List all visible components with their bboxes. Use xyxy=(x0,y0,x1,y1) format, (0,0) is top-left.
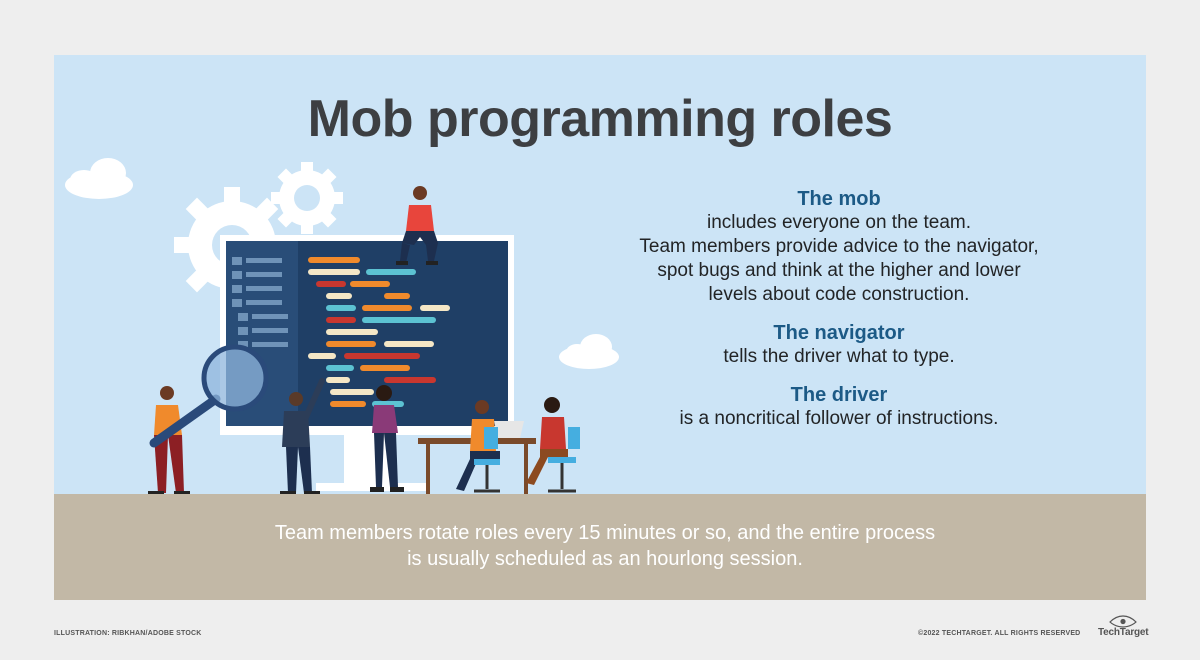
role-name: The driver xyxy=(790,384,888,406)
role-navigator: The navigator tells the driver what to t… xyxy=(594,321,1084,369)
person-with-magnifier xyxy=(148,386,190,496)
gear-icon xyxy=(271,162,343,234)
person-pointing xyxy=(280,378,325,496)
ground-band xyxy=(54,494,1146,600)
magnifying-glass-icon xyxy=(149,344,269,448)
role-mob: The mob includes everyone on the team. T… xyxy=(594,187,1084,307)
illustration-credit: ILLUSTRATION: RIBKHAN/ADOBE STOCK xyxy=(54,630,202,637)
person-navigator-seated xyxy=(526,397,580,493)
roles-list: The mob includes everyone on the team. T… xyxy=(594,187,1084,445)
eye-logo-icon xyxy=(1109,615,1137,628)
person-driver-seated xyxy=(456,400,500,493)
person-standing xyxy=(370,385,404,492)
cloud-icon xyxy=(559,334,619,369)
role-description: includes everyone on the team. Team memb… xyxy=(639,212,1039,305)
page-title: Mob programming roles xyxy=(307,90,893,148)
role-name: The navigator xyxy=(773,322,905,344)
role-description: is a noncritical follower of instruction… xyxy=(679,408,999,429)
role-driver: The driver is a noncritical follower of … xyxy=(594,383,1084,431)
brand-logo: TechTarget xyxy=(1098,614,1149,640)
illustration xyxy=(65,158,619,496)
monitor-icon xyxy=(220,235,514,491)
infographic-panel: Mob programming roles The mob includes e… xyxy=(54,55,1146,600)
role-description: tells the driver what to type. xyxy=(723,346,955,367)
person-sitting-on-monitor xyxy=(396,186,438,265)
role-name: The mob xyxy=(797,188,881,210)
copyright-notice: ©2022 TECHTARGET. ALL RIGHTS RESERVED xyxy=(918,630,1081,637)
footer-note: Team members rotate roles every 15 minut… xyxy=(274,522,936,570)
cloud-icon xyxy=(65,158,133,199)
brand-name: TechTarget xyxy=(1098,627,1149,638)
